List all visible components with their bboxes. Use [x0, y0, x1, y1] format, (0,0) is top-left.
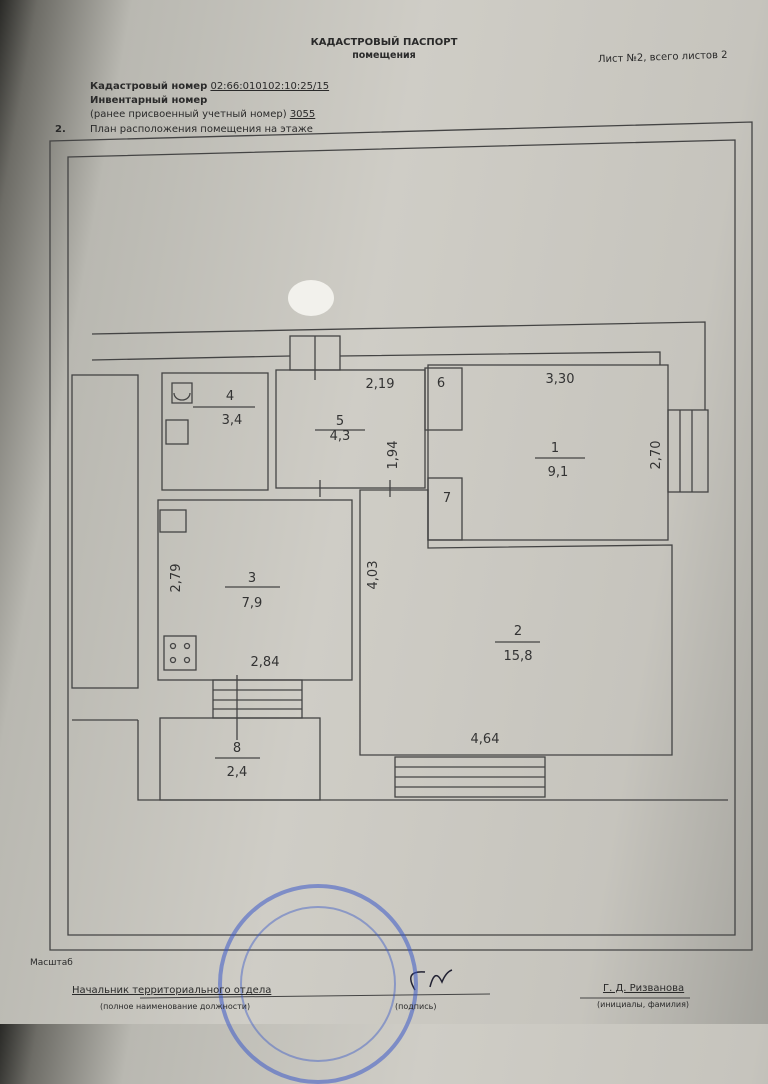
- dim-r3-height: 2,79: [169, 564, 184, 593]
- room-1-area: 9,1: [548, 465, 569, 480]
- official-stamp: [218, 884, 418, 1084]
- room-5-area: 4,3: [330, 429, 351, 444]
- room-6-number: 6: [437, 376, 445, 391]
- toilet-icon: [171, 382, 193, 404]
- sink-icon: [165, 419, 189, 445]
- room-7: [427, 477, 463, 541]
- wall: [91, 321, 706, 410]
- dim-r3-width: 2,84: [251, 655, 280, 670]
- dim-r5-width: 2,19: [366, 377, 395, 392]
- cadastral-number: 02:66:010102:10:25/15: [210, 81, 330, 92]
- former-number-label: (ранее присвоенный учетный номер): [90, 109, 287, 120]
- signer-name: Г. Д. Ризванова: [603, 983, 685, 994]
- room-5: [275, 369, 426, 489]
- sink-icon: [159, 509, 187, 533]
- dim-r2-height: 4,03: [366, 561, 381, 590]
- dim-r1-width: 3,30: [546, 372, 575, 387]
- room-3-number: 3: [248, 571, 256, 586]
- document-subtitle: помещения: [352, 50, 416, 61]
- dim-r5-height: 1,94: [386, 441, 401, 470]
- section-number: 2.: [55, 124, 66, 135]
- room-7-number: 7: [443, 491, 451, 506]
- floor-plan: 1 9,1 2 15,8 3 7,9 4 3,4 5 4,3 6 7 8 2,4…: [49, 121, 753, 999]
- stairs: [212, 409, 709, 798]
- position-caption: (полное наименование должности): [100, 1002, 251, 1011]
- signature-caption: (подпись): [395, 1002, 437, 1011]
- scale-label: Масштаб: [30, 958, 73, 968]
- room-4-number: 4: [226, 389, 234, 404]
- room-2-area: 15,8: [504, 649, 533, 664]
- section-title: План расположения помещения на этаже: [90, 124, 313, 135]
- room-8: [159, 717, 321, 801]
- room-8-area: 2,4: [227, 765, 248, 780]
- room-3-area: 7,9: [242, 596, 263, 611]
- wall: [339, 351, 661, 365]
- left-wall-block: [71, 374, 139, 689]
- room-4: [161, 372, 269, 491]
- inventory-label: Инвентарный номер: [90, 95, 208, 106]
- document-title: КАДАСТРОВЫЙ ПАСПОРТ: [310, 37, 458, 48]
- room-8-number: 8: [233, 741, 241, 756]
- inner-frame: [67, 139, 736, 936]
- room-6: [424, 367, 463, 431]
- room-4-area: 3,4: [222, 413, 243, 428]
- cadastral-label: Кадастровый номер: [90, 81, 208, 92]
- room-2-number: 2: [514, 624, 522, 639]
- dim-r1-height: 2,70: [649, 441, 664, 470]
- outer-frame: [49, 121, 753, 951]
- position-title: Начальник территориального отдела: [72, 985, 272, 996]
- name-caption: (инициалы, фамилия): [597, 1000, 690, 1009]
- stove-icon: [163, 635, 197, 671]
- room-1-number: 1: [551, 441, 559, 456]
- former-number-value: 3055: [289, 109, 316, 120]
- room-3: [157, 499, 353, 681]
- redaction-mark: [288, 280, 334, 316]
- wall: [91, 355, 291, 361]
- room-1: [427, 364, 669, 541]
- room-5-number: 5: [336, 414, 344, 429]
- room-2: [359, 489, 673, 756]
- dim-r2-width: 4,64: [471, 732, 500, 747]
